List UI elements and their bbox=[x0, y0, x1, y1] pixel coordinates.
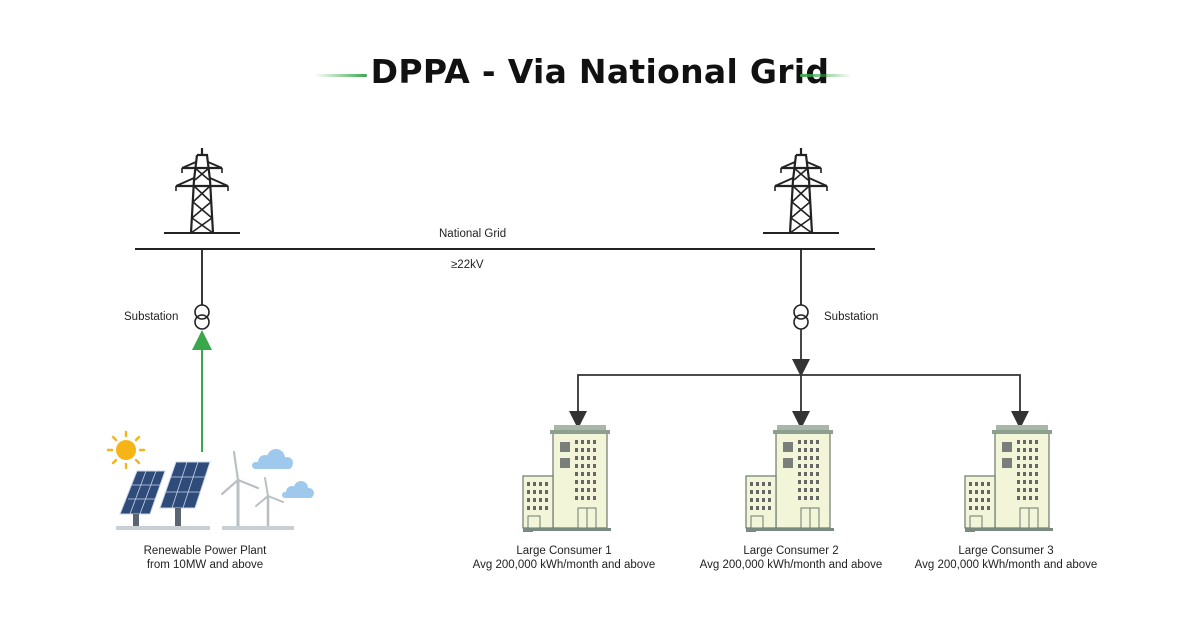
distribution-bus bbox=[577, 374, 1021, 420]
building-icon-2 bbox=[745, 424, 835, 533]
grid-voltage-label: ≥22kV bbox=[451, 259, 484, 271]
plant-caption-line2: from 10MW and above bbox=[146, 559, 264, 571]
pylon-icon-left bbox=[162, 146, 242, 235]
sun-icon bbox=[106, 430, 146, 470]
title-accent-right bbox=[800, 74, 852, 77]
consumer-caption-3: Large Consumer 3 Avg 200,000 kWh/month a… bbox=[876, 544, 1136, 572]
consumer-name: Large Consumer 2 bbox=[743, 545, 839, 557]
substation-icon-left bbox=[194, 304, 210, 330]
substation-icon-right bbox=[793, 304, 809, 330]
building-icon-1 bbox=[522, 424, 612, 533]
diagram-title: DPPA - Via National Grid bbox=[370, 52, 830, 91]
consumer-name: Large Consumer 1 bbox=[516, 545, 612, 557]
pylon-icon-right bbox=[761, 146, 841, 235]
title-accent-left bbox=[315, 74, 367, 77]
national-grid-label: National Grid bbox=[439, 228, 507, 240]
consumer-usage: Avg 200,000 kWh/month and above bbox=[699, 559, 883, 571]
plant-caption-line1: Renewable Power Plant bbox=[143, 545, 267, 557]
cloud-icon bbox=[252, 449, 314, 498]
substation-label-right: Substation bbox=[824, 311, 879, 323]
solar-panel-icon bbox=[116, 461, 211, 530]
consumer-name: Large Consumer 3 bbox=[958, 545, 1054, 557]
consumer-caption-2: Large Consumer 2 Avg 200,000 kWh/month a… bbox=[661, 544, 921, 572]
plant-caption: Renewable Power Plant from 10MW and abov… bbox=[75, 544, 335, 572]
consumer-usage: Avg 200,000 kWh/month and above bbox=[472, 559, 656, 571]
consumer-usage: Avg 200,000 kWh/month and above bbox=[914, 559, 1098, 571]
building-icon-3 bbox=[964, 424, 1054, 533]
wind-turbine-icon bbox=[220, 450, 294, 530]
substation-label-left: Substation bbox=[124, 311, 179, 323]
consumer-caption-1: Large Consumer 1 Avg 200,000 kWh/month a… bbox=[434, 544, 694, 572]
